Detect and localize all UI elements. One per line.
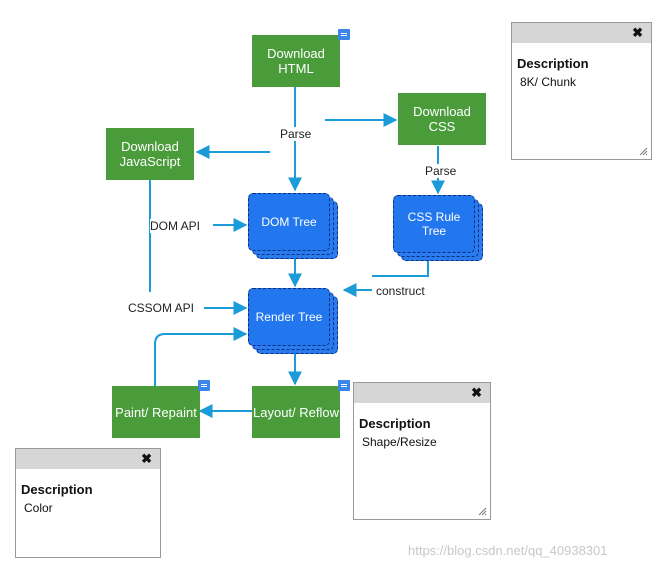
node-render-tree[interactable]: Render Tree (248, 288, 344, 354)
node-layout-reflow[interactable]: Layout/ Reflow (252, 386, 340, 438)
watermark: https://blog.csdn.net/qq_40938301 (408, 543, 608, 558)
resize-grip-icon[interactable] (477, 506, 487, 516)
node-download-html-label: Download HTML (267, 46, 325, 76)
panel-body: Shape/Resize (362, 435, 437, 449)
panel-title-bar[interactable]: ✖ (16, 449, 160, 469)
note-icon[interactable] (338, 380, 350, 391)
note-icon[interactable] (338, 29, 350, 40)
edge-label-dom-api: DOM API (150, 219, 201, 233)
panel-body: 8K/ Chunk (520, 75, 577, 89)
node-download-html[interactable]: Download HTML (252, 35, 340, 87)
node-download-javascript-label: Download JavaScript (119, 139, 181, 169)
arrow-paint-to-render (154, 327, 248, 386)
description-panel-layout[interactable]: ✖ Description Shape/Resize (353, 382, 491, 520)
close-icon[interactable]: ✖ (471, 385, 482, 400)
description-panel-html[interactable]: ✖ Description 8K/ Chunk (511, 22, 652, 160)
close-icon[interactable]: ✖ (141, 451, 152, 466)
node-dom-tree[interactable]: DOM Tree (248, 193, 344, 259)
node-dom-tree-label: DOM Tree (261, 215, 317, 229)
description-panel-paint[interactable]: ✖ Description Color (15, 448, 161, 558)
node-layout-reflow-label: Layout/ Reflow (253, 404, 339, 420)
panel-title: Description (517, 56, 589, 71)
panel-body: Color (24, 501, 53, 515)
note-icon[interactable] (198, 380, 210, 391)
panel-title: Description (359, 416, 431, 431)
node-paint-repaint[interactable]: Paint/ Repaint (112, 386, 200, 438)
edge-label-parse-html: Parse (280, 127, 312, 141)
node-css-rule-tree-label: CSS Rule Tree (407, 210, 461, 238)
node-download-javascript[interactable]: Download JavaScript (106, 128, 194, 180)
panel-title: Description (21, 482, 93, 497)
panel-title-bar[interactable]: ✖ (354, 383, 490, 403)
node-render-tree-label: Render Tree (255, 310, 323, 324)
panel-title-bar[interactable]: ✖ (512, 23, 651, 43)
node-css-rule-tree[interactable]: CSS Rule Tree (393, 195, 489, 261)
edge-label-cssom-api: CSSOM API (128, 301, 195, 315)
node-download-css[interactable]: Download CSS (398, 93, 486, 145)
resize-grip-icon[interactable] (638, 146, 648, 156)
line-cssom-construct (372, 260, 429, 277)
node-download-css-label: Download CSS (413, 104, 471, 134)
edge-label-parse-css: Parse (425, 164, 457, 178)
close-icon[interactable]: ✖ (632, 25, 643, 40)
edge-label-construct: construct (376, 284, 425, 298)
node-paint-repaint-label: Paint/ Repaint (115, 404, 197, 420)
